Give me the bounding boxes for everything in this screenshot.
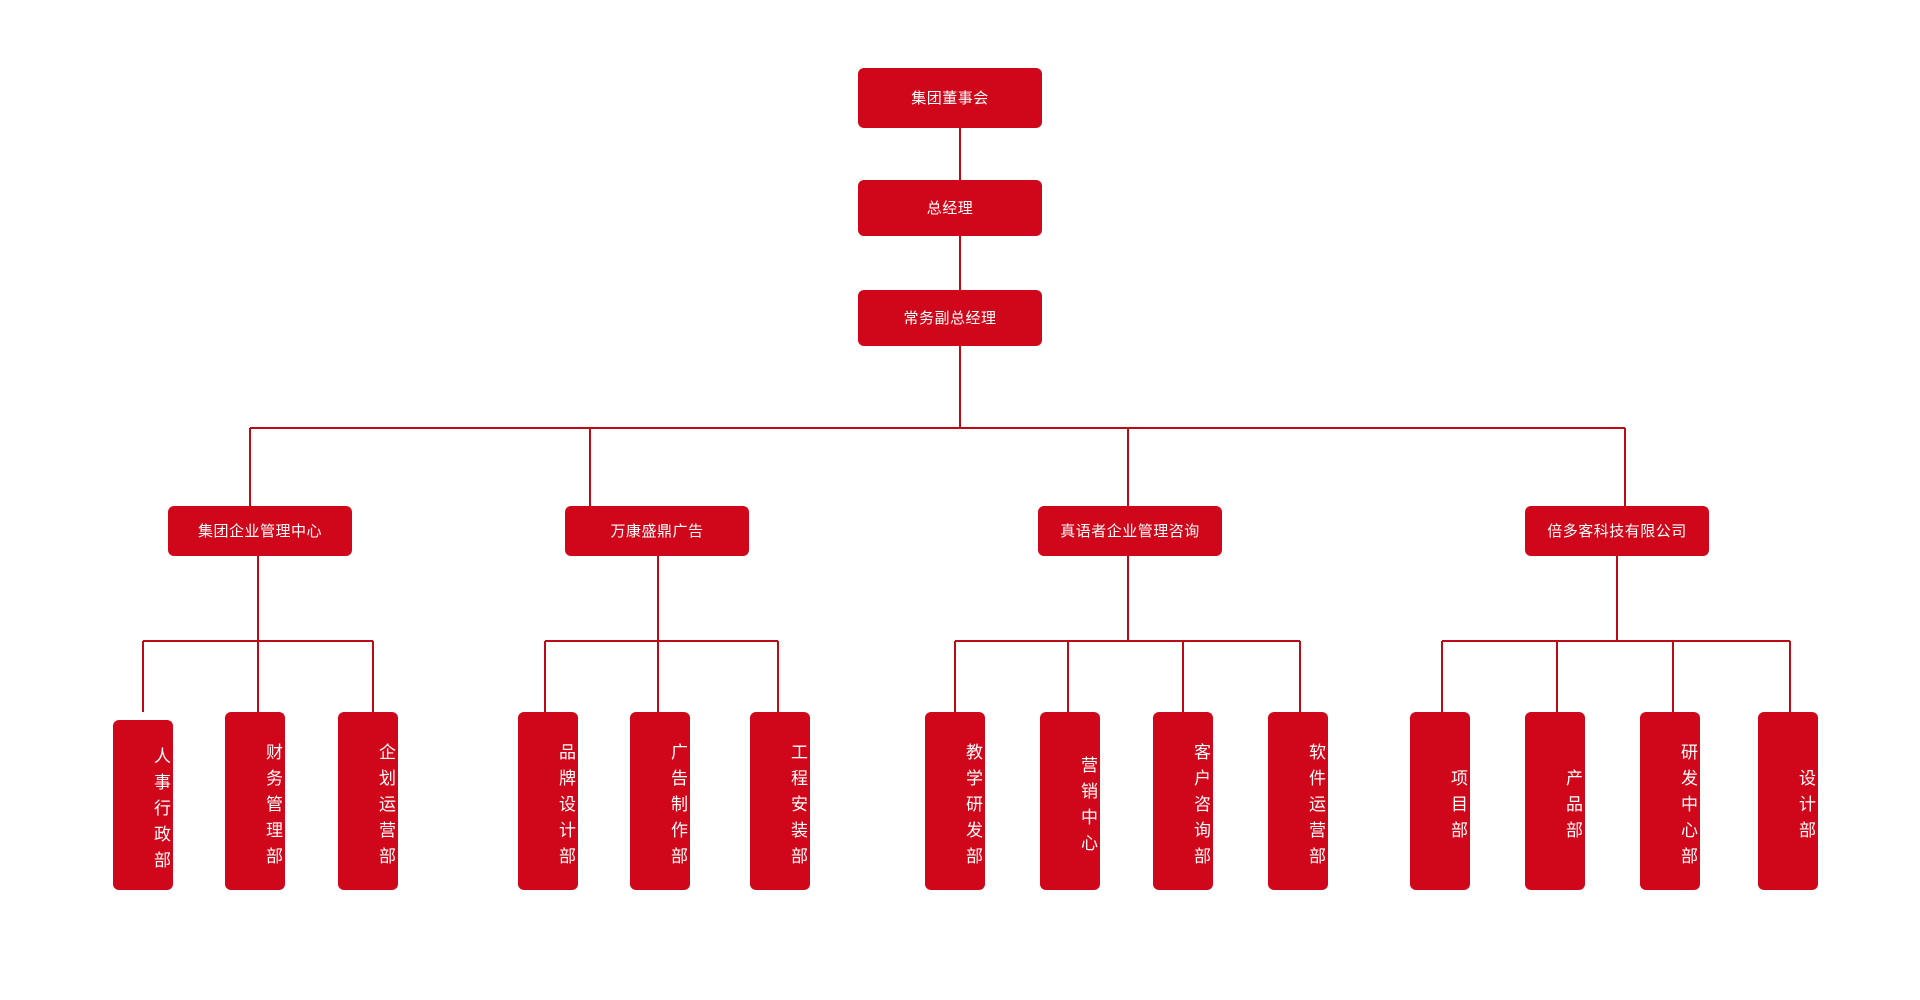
node-label: 软件运营部	[1306, 743, 1325, 873]
node-deputy-general-manager[interactable]: 常务副总经理	[858, 290, 1042, 346]
node-general-manager[interactable]: 总经理	[858, 180, 1042, 236]
node-label: 企划运营部	[376, 743, 395, 873]
node-department-product[interactable]: 产品部	[1525, 712, 1585, 890]
node-department-engineering-installation[interactable]: 工程安装部	[750, 712, 810, 890]
node-label: 真语者企业管理咨询	[1060, 522, 1200, 540]
node-label: 总经理	[926, 199, 974, 217]
node-department-ad-production[interactable]: 广告制作部	[630, 712, 690, 890]
node-label: 集团企业管理中心	[197, 522, 322, 540]
node-label: 倍多客科技有限公司	[1547, 522, 1687, 540]
node-department-planning-operations[interactable]: 企划运营部	[338, 712, 398, 890]
node-department-project[interactable]: 项目部	[1410, 712, 1470, 890]
node-division-4[interactable]: 倍多客科技有限公司	[1525, 506, 1709, 556]
node-department-finance[interactable]: 财务管理部	[225, 712, 285, 890]
node-label: 常务副总经理	[903, 309, 997, 327]
node-division-1[interactable]: 集团企业管理中心	[168, 506, 352, 556]
node-department-brand-design[interactable]: 品牌设计部	[518, 712, 578, 890]
node-label: 人事行政部	[151, 747, 170, 877]
node-label: 财务管理部	[263, 743, 282, 873]
node-department-marketing-center[interactable]: 营销中心	[1040, 712, 1100, 890]
node-label: 工程安装部	[788, 743, 807, 873]
node-label: 集团董事会	[911, 89, 989, 107]
node-division-3[interactable]: 真语者企业管理咨询	[1038, 506, 1222, 556]
node-label: 研发中心部	[1678, 743, 1697, 873]
node-label: 教学研发部	[963, 743, 982, 873]
node-department-teaching-rd[interactable]: 教学研发部	[925, 712, 985, 890]
node-label: 客户咨询部	[1191, 743, 1210, 873]
node-department-hr-admin[interactable]: 人事行政部	[113, 720, 173, 890]
node-label: 营销中心	[1078, 756, 1097, 860]
node-label: 产品部	[1563, 769, 1582, 847]
node-label: 广告制作部	[668, 743, 687, 873]
node-division-2[interactable]: 万康盛鼎广告	[565, 506, 749, 556]
node-department-customer-consulting[interactable]: 客户咨询部	[1153, 712, 1213, 890]
node-department-rd-center[interactable]: 研发中心部	[1640, 712, 1700, 890]
node-label: 项目部	[1448, 769, 1467, 847]
node-label: 万康盛鼎广告	[610, 522, 704, 540]
node-group-board[interactable]: 集团董事会	[858, 68, 1042, 128]
node-label: 设计部	[1796, 769, 1815, 847]
node-label: 品牌设计部	[556, 743, 575, 873]
node-department-software-operations[interactable]: 软件运营部	[1268, 712, 1328, 890]
node-department-design[interactable]: 设计部	[1758, 712, 1818, 890]
